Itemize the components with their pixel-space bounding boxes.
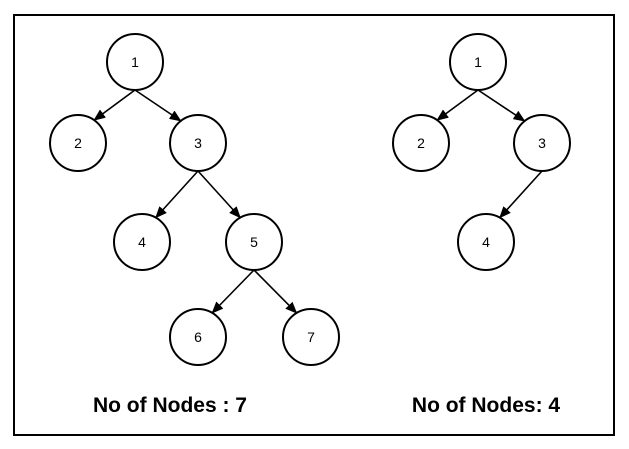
left-node-circle-4 [113,213,171,271]
left-node-circle-6 [169,308,227,366]
left-node-circle-2 [49,114,107,172]
right-node-label-1: 1 [474,54,482,70]
left-node-label-5: 5 [250,234,258,250]
right-edge-1-3 [477,89,526,122]
right-node-label-4: 4 [482,234,490,250]
left-tree-node-6: 6 [169,308,227,366]
left-node-label-3: 3 [194,135,202,151]
left-node-label-4: 4 [138,234,146,250]
right-tree-node-4: 4 [457,213,515,271]
right-edge-3-4 [499,170,543,219]
right-node-circle-2 [392,114,450,172]
left-node-circle-7 [282,308,340,366]
right-node-circle-1 [449,33,507,91]
left-node-label-6: 6 [194,329,202,345]
right-edge-1-2 [436,89,479,121]
diagram-border [13,14,615,436]
left-tree-node-3: 3 [169,114,227,172]
right-node-label-3: 3 [538,135,546,151]
right-node-circle-4 [457,213,515,271]
left-edge-3-5 [197,170,241,219]
left-tree-caption: No of Nodes : 7 [93,394,247,417]
left-edge-1-3 [134,89,182,122]
left-node-circle-5 [225,213,283,271]
left-tree-node-7: 7 [282,308,340,366]
left-node-label-2: 2 [74,135,82,151]
left-tree-node-1: 1 [106,33,164,91]
left-node-label-7: 7 [307,329,315,345]
left-tree-node-2: 2 [49,114,107,172]
left-tree-node-5: 5 [225,213,283,271]
left-node-circle-1 [106,33,164,91]
left-edge-1-2 [93,89,136,121]
right-tree-node-3: 3 [513,114,571,172]
nodes-layer: 1 2 3 4 5 6 7 1 2 3 4 [49,33,571,366]
left-node-circle-3 [169,114,227,172]
right-tree-node-2: 2 [392,114,450,172]
edges-layer [93,89,543,314]
left-edge-5-7 [253,269,298,314]
right-tree-node-1: 1 [449,33,507,91]
left-edge-3-4 [155,170,199,219]
left-tree-node-4: 4 [113,213,171,271]
left-edge-5-6 [211,269,255,314]
left-node-label-1: 1 [131,54,139,70]
right-tree-caption: No of Nodes: 4 [412,394,560,417]
right-node-label-2: 2 [417,135,425,151]
right-node-circle-3 [513,114,571,172]
